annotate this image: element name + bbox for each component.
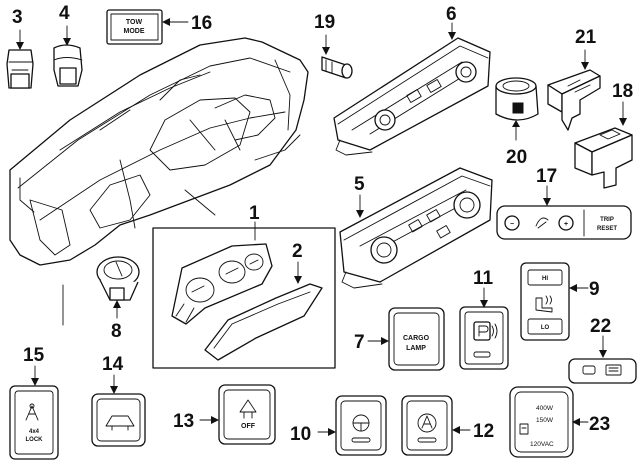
arrow-17 <box>543 198 551 206</box>
callout-14: 14 <box>102 354 124 375</box>
part-17-switch-panel: − + TRIP RESET <box>496 205 632 240</box>
plus-label: + <box>564 221 568 228</box>
arrow-4 <box>63 38 71 46</box>
dashboard-frame <box>9 37 309 326</box>
cargo-lamp-label-1: CARGO <box>403 335 430 342</box>
lock-label-2: LOCK <box>26 437 44 443</box>
outlet-icon <box>519 423 529 435</box>
callout-20: 20 <box>506 147 527 168</box>
callout-7: 7 <box>354 332 365 353</box>
arrow-3 <box>16 42 24 50</box>
seat-lo-label: LO <box>541 325 550 331</box>
callout-16: 16 <box>191 13 212 34</box>
seat-hi-label: HI <box>542 276 548 282</box>
callout-5: 5 <box>354 174 365 195</box>
arrow-19 <box>322 47 330 55</box>
part-10-switch <box>335 395 387 456</box>
arrow-5 <box>356 210 364 218</box>
cluster-box <box>152 227 336 369</box>
part-15-4x4-lock-switch: 4x4 LOCK <box>9 385 59 460</box>
arrow-7 <box>381 337 389 345</box>
part-5-climate-control <box>339 167 493 289</box>
part-14-switch <box>91 393 146 447</box>
inverter-label-2: 150W <box>536 417 554 424</box>
part-23-power-outlet: 400W 150W 120VAC <box>509 386 574 458</box>
minus-label: − <box>510 221 514 228</box>
arrow-15 <box>31 378 39 386</box>
callout-12: 12 <box>473 421 494 442</box>
part-2-cluster-lens <box>204 283 323 361</box>
stability-icon <box>417 413 437 433</box>
part-3-switch <box>6 49 34 89</box>
axle-lock-icon <box>25 405 39 421</box>
arrow-23 <box>572 418 580 426</box>
inverter-label-1: 400W <box>536 405 554 412</box>
arrow-12 <box>452 426 460 434</box>
arrow-9 <box>569 284 577 292</box>
callout-2: 2 <box>292 241 303 262</box>
callout-18: 18 <box>612 81 633 102</box>
traction-icon <box>239 399 257 419</box>
arrow-22 <box>599 350 607 358</box>
callout-13: 13 <box>173 411 194 432</box>
part-20-rotary-knob <box>495 77 539 121</box>
callout-11: 11 <box>473 268 494 289</box>
lock-label-1: 4x4 <box>29 429 40 435</box>
callout-22: 22 <box>590 316 611 337</box>
gauge-icon <box>535 217 549 229</box>
callout-15: 15 <box>23 345 45 366</box>
part-7-cargo-lamp-switch: CARGO LAMP <box>388 307 445 371</box>
vehicle-icon <box>105 415 135 431</box>
part-12-switch <box>401 395 453 456</box>
arrow-6 <box>448 32 456 40</box>
arrow-16 <box>162 18 170 26</box>
callout-4: 4 <box>59 3 70 24</box>
seat-heat-icon <box>535 297 553 313</box>
trip-reset-label-2: RESET <box>597 226 617 232</box>
arrow-2 <box>294 276 302 284</box>
part-1-instrument-cluster <box>171 243 273 325</box>
callout-1: 1 <box>249 203 260 224</box>
part-11-park-assist-switch <box>459 306 509 370</box>
off-label: OFF <box>241 423 256 430</box>
arrow-10 <box>328 428 336 436</box>
arrow-14 <box>110 386 118 394</box>
part-9-heated-seat-switch: HI LO <box>520 262 570 341</box>
part-6-climate-control <box>333 37 491 156</box>
cargo-lamp-label-2: LAMP <box>406 345 426 352</box>
callout-10: 10 <box>290 424 311 445</box>
callout-6: 6 <box>446 4 457 25</box>
arrow-11 <box>480 300 488 308</box>
part-22-switch-bezel <box>568 358 637 384</box>
tow-mode-label-2: MODE <box>124 28 145 35</box>
part-19-socket <box>321 56 353 79</box>
arrow-20 <box>512 120 520 127</box>
part-13-off-switch: OFF <box>218 384 276 445</box>
trip-reset-label-1: TRIP <box>600 217 614 223</box>
callout-23: 23 <box>589 414 610 435</box>
arrow-21 <box>581 62 589 70</box>
inverter-label-3: 120VAC <box>530 441 554 448</box>
callout-19: 19 <box>314 12 335 33</box>
part-18-switch <box>574 127 633 189</box>
part-8-ignition-switch <box>96 256 140 301</box>
callout-8: 8 <box>111 321 122 342</box>
part-4-switch <box>53 44 83 87</box>
arrow-13 <box>211 416 219 424</box>
callout-17: 17 <box>536 166 557 187</box>
callout-21: 21 <box>575 27 597 48</box>
part-16-tow-mode-switch: TOW MODE <box>106 9 163 45</box>
part-21-bracket <box>547 69 601 131</box>
arrow-18 <box>619 118 627 126</box>
callout-9: 9 <box>589 279 600 300</box>
arrow-8 <box>113 300 121 308</box>
callout-3: 3 <box>12 7 23 28</box>
tow-mode-label-1: TOW <box>126 19 143 26</box>
